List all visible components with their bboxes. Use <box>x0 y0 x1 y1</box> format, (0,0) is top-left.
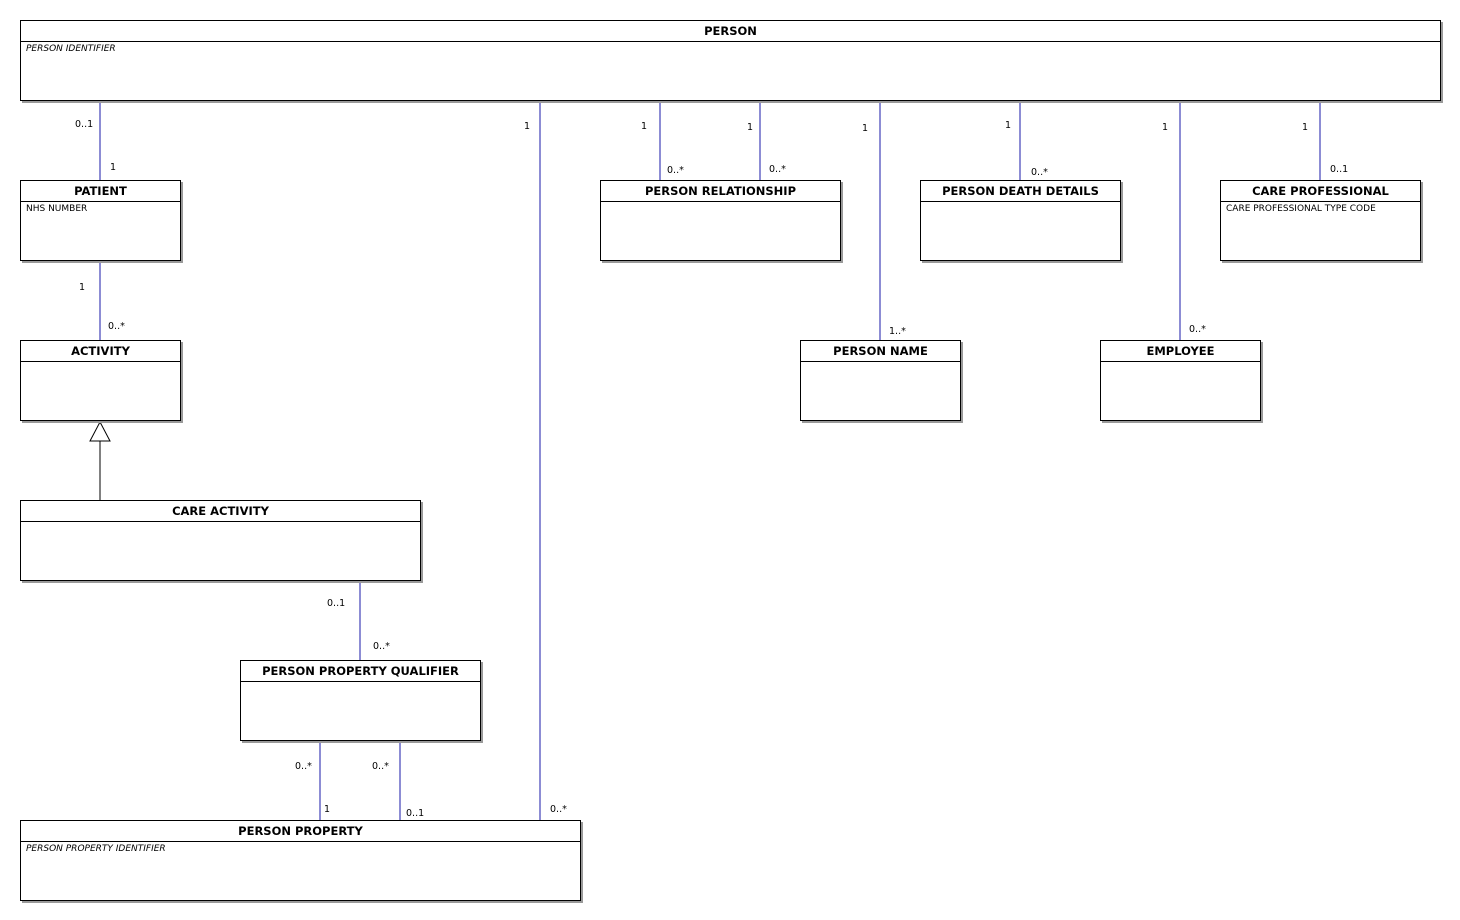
entity-person-name[interactable]: PERSON NAME <box>800 340 961 421</box>
multiplicity-label: 1 <box>862 123 869 134</box>
entity-person[interactable]: PERSON PERSON IDENTIFIER <box>20 20 1441 101</box>
entity-care-professional[interactable]: CARE PROFESSIONAL CARE PROFESSIONAL TYPE… <box>1220 180 1421 261</box>
multiplicity-label: 1 <box>747 122 754 133</box>
multiplicity-label: 1 <box>1302 122 1309 133</box>
entity-patient[interactable]: PATIENT NHS NUMBER <box>20 180 181 261</box>
multiplicity-label: 0..* <box>1031 167 1048 178</box>
multiplicity-label: 1..* <box>889 326 906 337</box>
entity-name: PERSON RELATIONSHIP <box>601 181 840 202</box>
entity-employee[interactable]: EMPLOYEE <box>1100 340 1261 421</box>
multiplicity-label: 0..* <box>108 321 125 332</box>
multiplicity-label: 0..* <box>550 804 567 815</box>
entity-attribute: PERSON IDENTIFIER <box>26 44 116 54</box>
entity-person-relationship[interactable]: PERSON RELATIONSHIP <box>600 180 841 261</box>
entity-person-property[interactable]: PERSON PROPERTY PERSON PROPERTY IDENTIFI… <box>20 820 581 901</box>
multiplicity-label: 0..* <box>667 165 684 176</box>
multiplicity-label: 1 <box>1005 120 1012 131</box>
entity-person-property-qualifier[interactable]: PERSON PROPERTY QUALIFIER <box>240 660 481 741</box>
entity-name: PERSON PROPERTY QUALIFIER <box>241 661 480 682</box>
entity-care-activity[interactable]: CARE ACTIVITY <box>20 500 421 581</box>
entity-name: PATIENT <box>21 181 180 202</box>
multiplicity-label: 1 <box>324 804 331 815</box>
entity-name: EMPLOYEE <box>1101 341 1260 362</box>
multiplicity-label: 1 <box>79 282 86 293</box>
entity-name: CARE ACTIVITY <box>21 501 420 522</box>
multiplicity-label: 0..1 <box>406 808 425 819</box>
entity-name: CARE PROFESSIONAL <box>1221 181 1420 202</box>
entity-activity[interactable]: ACTIVITY <box>20 340 181 421</box>
multiplicity-label: 1 <box>110 162 117 173</box>
multiplicity-label: 1 <box>641 121 648 132</box>
entity-person-death-details[interactable]: PERSON DEATH DETAILS <box>920 180 1121 261</box>
multiplicity-label: 0..* <box>295 761 312 772</box>
multiplicity-label: 0..1 <box>327 598 346 609</box>
entity-name: PERSON <box>21 21 1440 42</box>
multiplicity-label: 0..* <box>1189 324 1206 335</box>
generalization-arrowhead <box>89 420 111 442</box>
multiplicity-label: 0..* <box>769 164 786 175</box>
entity-attribute: CARE PROFESSIONAL TYPE CODE <box>1226 204 1376 214</box>
multiplicity-label: 1 <box>524 121 531 132</box>
entity-name: PERSON DEATH DETAILS <box>921 181 1120 202</box>
multiplicity-label: 0..* <box>373 641 390 652</box>
multiplicity-label: 0..* <box>372 761 389 772</box>
multiplicity-label: 0..1 <box>75 119 94 130</box>
entity-name: ACTIVITY <box>21 341 180 362</box>
entity-name: PERSON PROPERTY <box>21 821 580 842</box>
entity-attribute: NHS NUMBER <box>26 204 88 214</box>
multiplicity-label: 1 <box>1162 122 1169 133</box>
multiplicity-label: 0..1 <box>1330 164 1349 175</box>
entity-attribute: PERSON PROPERTY IDENTIFIER <box>26 844 166 854</box>
entity-name: PERSON NAME <box>801 341 960 362</box>
